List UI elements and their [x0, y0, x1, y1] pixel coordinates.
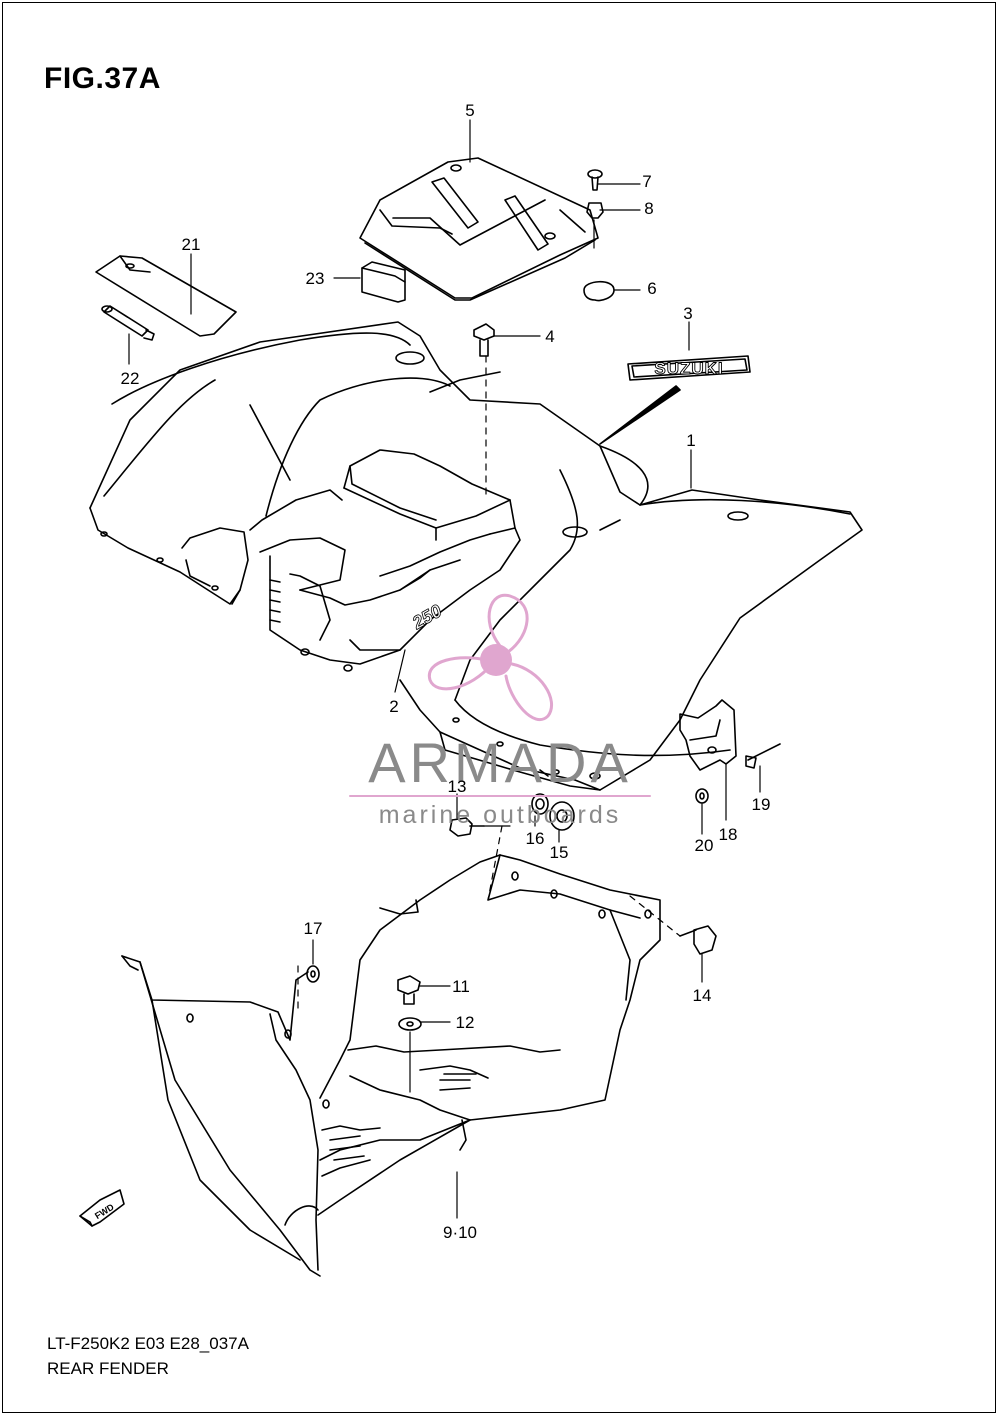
fwd-direction-arrow — [79, 1189, 125, 1227]
part-4-bolt — [473, 323, 495, 357]
callout-numbers: 5 7 8 6 23 21 22 4 3 1 2 13 16 15 18 19 … — [121, 101, 771, 1242]
emblem-text: SUZUKI — [654, 359, 723, 378]
part-19-screw — [745, 743, 781, 769]
callout-11: 11 — [452, 977, 470, 996]
callout-20: 20 — [695, 836, 714, 855]
part-8-nut — [586, 202, 604, 219]
diagram-code: LT-F250K2 E03 E28_037A — [47, 1334, 249, 1353]
callout-6: 6 — [647, 279, 656, 298]
callout-22: 22 — [121, 369, 140, 388]
part-6-grommet — [583, 280, 615, 302]
fender-badge-250: 250 — [408, 601, 445, 634]
callout-21: 21 — [182, 235, 201, 254]
callout-8: 8 — [644, 199, 653, 218]
leader-lines — [128, 119, 761, 1219]
part-18-bracket — [679, 699, 737, 771]
part-21-cushion — [95, 255, 237, 337]
part-14-screw — [679, 925, 717, 955]
diagram-name: REAR FENDER — [47, 1359, 169, 1378]
callout-4: 4 — [545, 327, 554, 346]
callout-9-10: 9·10 — [443, 1223, 477, 1242]
part-9-10-mud-guard — [121, 854, 661, 1277]
watermark-tagline: marine outboards — [379, 801, 622, 829]
part-3-emblem — [627, 355, 751, 381]
watermark-brand: ARMADA — [368, 731, 632, 794]
figure-title: FIG.37A — [44, 62, 161, 95]
part-17-washer — [306, 965, 320, 983]
part-11-bolt — [397, 975, 421, 1005]
callout-5: 5 — [465, 101, 474, 120]
part-5-box-cover — [359, 157, 599, 301]
part-2-inner-fender-tray — [249, 449, 521, 672]
part-15-grommet — [549, 801, 575, 831]
armada-watermark-logo — [427, 593, 554, 722]
callout-12: 12 — [456, 1013, 475, 1032]
callout-23: 23 — [306, 269, 325, 288]
part-12-washer — [398, 1017, 422, 1031]
callout-18: 18 — [719, 825, 738, 844]
part-13-nut — [449, 817, 485, 837]
part-1-rear-fender — [89, 321, 863, 791]
part-22-rod — [101, 305, 155, 341]
callout-7: 7 — [642, 172, 651, 191]
callout-13: 13 — [448, 777, 467, 796]
callout-17: 17 — [304, 919, 323, 938]
callout-1: 1 — [686, 431, 695, 450]
callout-2: 2 — [389, 697, 398, 716]
callout-3: 3 — [683, 304, 692, 323]
part-7-screw — [587, 169, 603, 191]
part-20-washer — [695, 788, 709, 804]
callout-16: 16 — [526, 829, 545, 848]
callout-19: 19 — [752, 795, 771, 814]
part-23-pad — [361, 261, 406, 303]
emblem-leader-arrow — [599, 385, 681, 445]
callout-14: 14 — [693, 986, 712, 1005]
callout-15: 15 — [550, 843, 569, 862]
part-16-washer — [531, 793, 549, 815]
